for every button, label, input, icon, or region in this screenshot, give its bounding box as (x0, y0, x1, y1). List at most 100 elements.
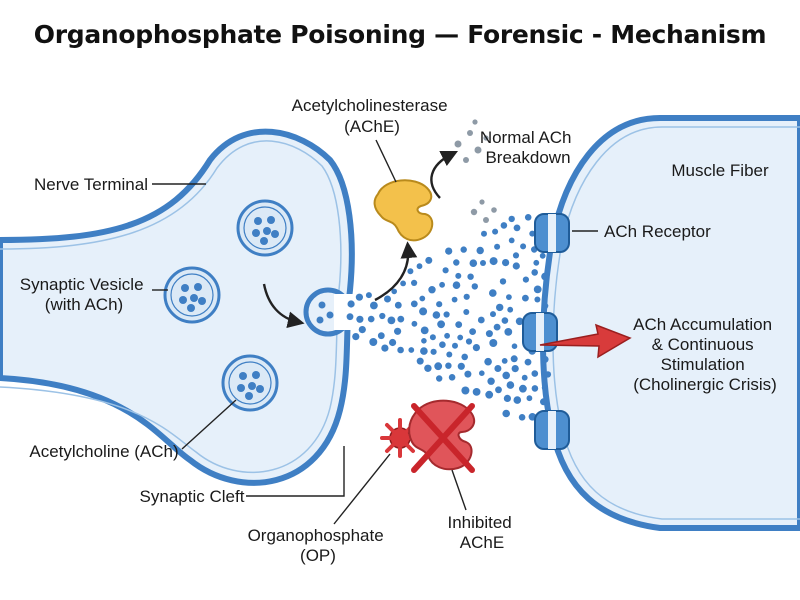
ach-molecule (541, 384, 549, 391)
ach-molecule (444, 332, 450, 339)
ach-molecule (419, 307, 428, 316)
ach-molecule (434, 362, 443, 371)
ach-molecule (489, 289, 497, 297)
ach-molecule (480, 260, 486, 266)
ach-molecule (455, 321, 463, 328)
ach-molecule (506, 294, 512, 300)
ach-molecule (352, 333, 360, 341)
ach-molecule (511, 343, 518, 350)
ach-molecule (502, 259, 510, 267)
ach-molecule (469, 259, 478, 268)
ach-molecule (437, 320, 445, 329)
ach-molecule (448, 374, 456, 381)
ach-molecule (499, 278, 507, 285)
ach-molecule (493, 323, 501, 331)
to-ache-arrow (374, 241, 418, 302)
ach-molecule (369, 338, 378, 346)
ach-molecule (519, 384, 527, 393)
ach-molecule (533, 259, 540, 266)
ach-molecule (506, 381, 515, 389)
ach-molecule (495, 386, 502, 394)
ach-molecule (410, 300, 418, 308)
label-synaptic-cleft: Synaptic Cleft (140, 487, 245, 506)
ach-molecule (411, 320, 418, 327)
ach-molecule (394, 327, 402, 335)
ach-receptor (522, 312, 558, 352)
ach-molecule (411, 279, 418, 286)
ach-molecule (467, 273, 474, 280)
accumulation-arrow (539, 323, 632, 359)
ach-molecule (504, 328, 513, 336)
synaptic-vesicle (221, 354, 279, 412)
ach-molecule (485, 330, 493, 338)
fusing-vesicle (303, 287, 358, 337)
ach-molecule (510, 355, 518, 363)
ach-molecule (472, 344, 480, 352)
ach-molecule (407, 268, 414, 275)
ach-molecule (432, 311, 441, 319)
ach-molecule (501, 358, 508, 364)
synaptic-vesicle (236, 199, 294, 257)
ach-molecule (421, 338, 427, 344)
ach-molecule (522, 294, 529, 302)
ach-molecule (389, 338, 397, 347)
ach-molecule (356, 315, 364, 323)
ach-molecule (381, 344, 389, 352)
ach-molecule (485, 390, 494, 399)
ach-molecule (544, 371, 552, 378)
ach-molecule (430, 348, 437, 355)
ach-molecule (489, 339, 498, 347)
ach-molecule (408, 347, 415, 353)
ach-molecule (367, 315, 375, 323)
ach-molecule (463, 293, 470, 300)
ach-molecule (539, 252, 546, 259)
label-synaptic-vesicle: Synaptic Vesicle (with ACh) (20, 275, 149, 314)
ach-molecule (365, 292, 372, 299)
ach-molecule (490, 311, 496, 318)
ach-molecule (377, 332, 385, 340)
ach-molecule (457, 334, 464, 341)
ach-molecule (496, 303, 504, 312)
ach-molecule (436, 301, 443, 308)
ach-molecule (521, 374, 528, 381)
ach-molecule (502, 409, 511, 418)
ach-molecule (455, 272, 462, 279)
ach-molecule (494, 365, 502, 372)
ach-molecule (508, 237, 515, 244)
ach-molecule (358, 326, 366, 334)
ach-molecule (445, 362, 452, 369)
label-ach-receptor: ACh Receptor (604, 222, 711, 241)
ach-molecule (379, 312, 386, 320)
ach-molecule (469, 328, 476, 335)
ach-molecule (513, 224, 521, 232)
ach-molecule (513, 396, 522, 404)
ach-molecule (452, 342, 458, 349)
ach-molecule (479, 370, 485, 377)
ach-molecule (387, 316, 396, 325)
ach-molecule (436, 375, 443, 382)
ach-molecule (533, 285, 542, 294)
ach-molecule (541, 355, 549, 363)
ach-molecule (512, 252, 520, 259)
ach-molecule (534, 296, 541, 303)
ach-molecule (522, 276, 530, 283)
ach-molecule (507, 306, 514, 313)
ach-receptor (534, 213, 570, 253)
label-accumulation: ACh Accumulation & Continuous Stimulatio… (633, 315, 777, 394)
ach-molecule (461, 353, 469, 361)
leader-lines (152, 139, 598, 525)
enzyme-icon (373, 179, 434, 242)
ach-molecule (445, 247, 453, 255)
ach-molecule (420, 326, 429, 335)
ach-molecule (384, 295, 391, 303)
ach-molecule (520, 243, 527, 250)
ach-molecule (492, 228, 499, 235)
ach-molecule (442, 267, 449, 274)
ach-molecule (540, 398, 547, 406)
ach-molecule (446, 351, 453, 358)
ach-molecule (529, 230, 536, 237)
ach-molecule (487, 377, 495, 385)
ach-molecule (397, 346, 404, 354)
